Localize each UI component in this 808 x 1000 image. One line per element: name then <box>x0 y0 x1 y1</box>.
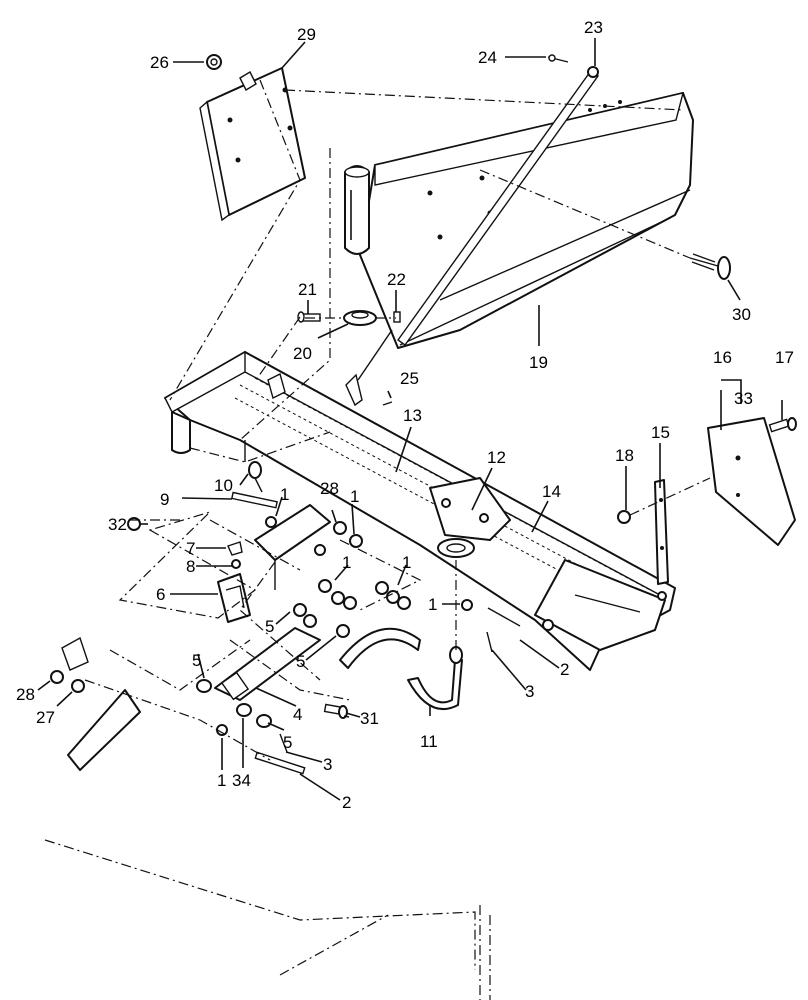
callout-15: 15 <box>651 423 670 442</box>
left-lower-bracket <box>61 636 141 771</box>
callout-18: 18 <box>615 446 634 465</box>
callout-24: 24 <box>478 48 497 67</box>
callout-30: 30 <box>732 305 751 324</box>
callout-33: 33 <box>734 389 753 408</box>
callout-21: 21 <box>298 280 317 299</box>
callout-8: 8 <box>186 557 195 576</box>
callout-3b: 3 <box>323 755 332 774</box>
callout-28b: 28 <box>16 685 35 704</box>
callout-25: 25 <box>400 369 419 388</box>
callout-22: 22 <box>387 270 406 289</box>
callout-1f: 1 <box>217 771 226 790</box>
callout-29: 29 <box>297 25 316 44</box>
callout-6: 6 <box>156 585 165 604</box>
part-30-carriage-bolt <box>689 253 731 280</box>
part-34-spacer <box>236 703 252 717</box>
part-5-spacer-a <box>196 679 212 693</box>
part-4-cylinder <box>214 603 350 701</box>
part-1-washer-a <box>265 516 277 528</box>
part-2-pin-low <box>254 751 306 775</box>
callout-13: 13 <box>403 406 422 425</box>
construction-lines <box>44 79 711 1000</box>
part-14-skid-end <box>534 559 667 651</box>
part-29-plate <box>199 67 306 222</box>
callout-1b: 1 <box>350 487 359 506</box>
callout-9: 9 <box>160 490 169 509</box>
callout-17: 17 <box>775 348 794 367</box>
part-12-pivot <box>429 477 511 558</box>
callout-1a: 1 <box>280 485 289 504</box>
part-28-nut-low <box>50 670 64 684</box>
callout-5a: 5 <box>265 617 274 636</box>
part-19-side-panel <box>359 92 694 349</box>
part-5-spacer-b <box>256 714 272 728</box>
part-11-hose <box>339 627 463 710</box>
part-24-pin <box>547 54 569 63</box>
callout-27: 27 <box>36 708 55 727</box>
callout-1d: 1 <box>402 553 411 572</box>
callout-20: 20 <box>293 344 312 363</box>
part-10-hitch-pin <box>248 461 263 493</box>
cylinder-mount <box>254 504 363 590</box>
part-3-cotter-low <box>279 733 288 753</box>
part-15-strap <box>654 479 669 585</box>
part-27-washer <box>71 679 85 693</box>
callout-34: 34 <box>232 771 251 790</box>
callout-28a: 28 <box>320 479 339 498</box>
right-pin-assembly <box>461 599 521 653</box>
callout-32: 32 <box>108 515 127 534</box>
callout-31: 31 <box>360 709 379 728</box>
part-22-setscrew <box>393 311 401 323</box>
callout-26: 26 <box>150 53 169 72</box>
callout-10: 10 <box>214 476 233 495</box>
leader-lines <box>37 38 783 801</box>
part-25-bracket <box>345 329 393 407</box>
washer-cluster <box>318 579 411 610</box>
callout-1c: 1 <box>342 553 351 572</box>
beam-left-lug <box>267 372 286 400</box>
callout-5c: 5 <box>192 651 201 670</box>
callout-12: 12 <box>487 448 506 467</box>
callout-14: 14 <box>542 482 561 501</box>
part-16-guard <box>707 417 796 546</box>
callout-16: 16 <box>713 348 732 367</box>
callout-2a: 2 <box>560 660 569 679</box>
part-18-nut <box>617 510 631 524</box>
part-20-washer <box>343 310 377 326</box>
part-21-bolt <box>297 311 321 323</box>
callout-3a: 3 <box>525 682 534 701</box>
part-7-8-clip <box>227 541 243 569</box>
callout-2b: 2 <box>342 793 351 812</box>
part-9-pin <box>231 491 278 509</box>
part-17-bolt <box>768 417 797 433</box>
callout-1e: 1 <box>428 595 437 614</box>
part-26-nut <box>206 54 222 70</box>
callout-5d: 5 <box>283 733 292 752</box>
hinge-tube <box>344 165 370 255</box>
callout-23: 23 <box>584 18 603 37</box>
part-31-bolt <box>323 703 348 719</box>
callout-labels: 26 29 24 23 30 19 21 22 20 25 13 12 14 1… <box>16 18 794 812</box>
callout-11: 11 <box>420 732 438 751</box>
callout-5b: 5 <box>296 652 305 671</box>
part-23-rod <box>397 66 600 346</box>
callout-4: 4 <box>293 705 302 724</box>
callout-7: 7 <box>186 539 195 558</box>
callout-19: 19 <box>529 353 548 372</box>
